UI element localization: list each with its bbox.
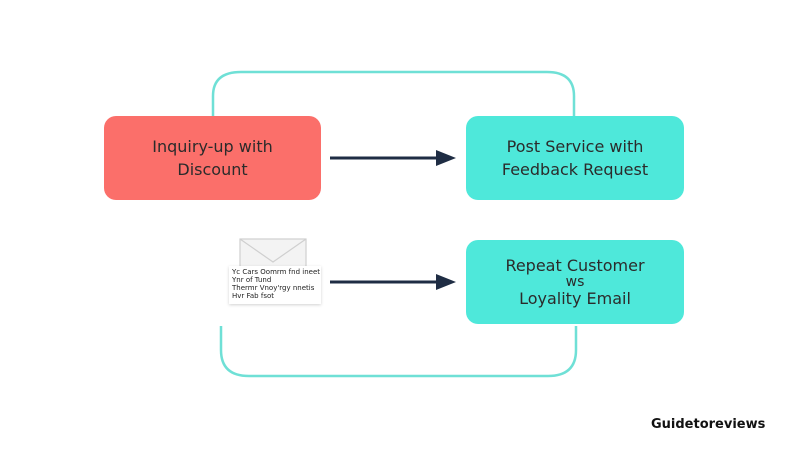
email-note-line: Thermr Vnoy'rgy nnetis: [232, 284, 315, 292]
email-card: Yc Cars Oomrm fnd ineet Ynr of Tund Ther…: [229, 238, 321, 304]
top-loop-connector: [211, 70, 576, 116]
email-note-line: Ynr of Tund: [232, 276, 272, 284]
arrow-right-icon: [330, 274, 456, 290]
inquiry-discount-node: Inquiry-up with Discount: [104, 116, 321, 200]
node-label-line: Loyality Email: [519, 289, 631, 308]
node-label-line: ws: [565, 274, 585, 290]
node-label-line: Feedback Request: [501, 160, 649, 179]
email-note: Yc Cars Oomrm fnd ineet Ynr of Tund Ther…: [229, 266, 321, 304]
node-label-line: Inquiry-up with: [152, 137, 273, 156]
email-note-line: Hvr Fab fsot: [232, 292, 274, 300]
email-note-line: Yc Cars Oomrm fnd ineet: [232, 268, 320, 276]
repeat-customer-loyalty-node: Repeat Customer ws Loyality Email: [466, 240, 684, 324]
node-label-line: Post Service with: [506, 137, 644, 156]
bottom-loop-connector: [219, 326, 578, 378]
post-service-feedback-node: Post Service with Feedback Request: [466, 116, 684, 200]
watermark: Guidetoreviews: [651, 417, 766, 432]
arrow-right-icon: [330, 150, 456, 166]
node-label-line: Repeat Customer: [505, 256, 645, 275]
node-label-line: Discount: [177, 160, 248, 179]
